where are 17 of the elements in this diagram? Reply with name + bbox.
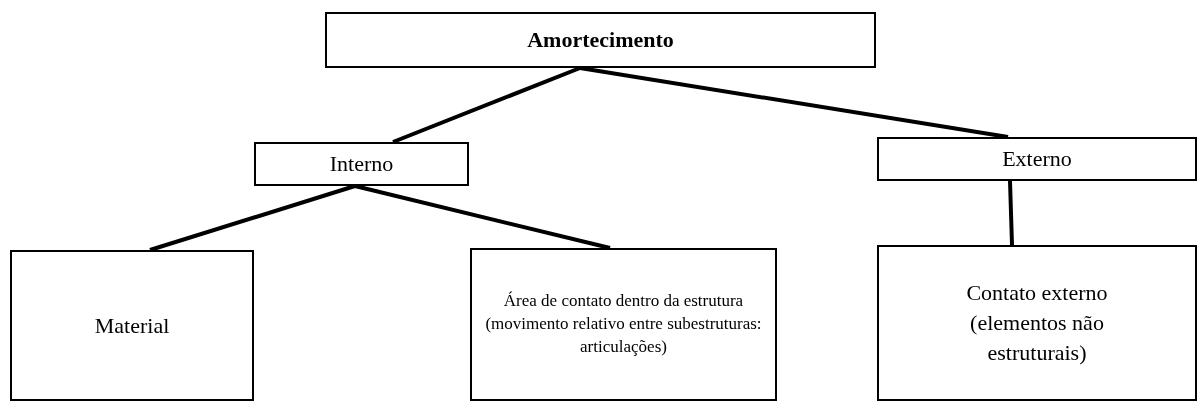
box-label: Material — [94, 311, 170, 340]
category-box — [877, 245, 1197, 401]
connector-line — [149, 184, 356, 252]
box-label: Externo — [1002, 145, 1072, 174]
category-box — [254, 142, 469, 186]
category-box — [325, 12, 876, 68]
connector-line — [1008, 180, 1014, 246]
category-box — [470, 248, 777, 401]
box-label: Interno — [329, 150, 394, 179]
category-box — [877, 137, 1197, 181]
connector-line — [579, 66, 1009, 139]
box-label: Área de contato dentro da estrutura (movimento relativo entre subestruturas: articulações) — [484, 290, 763, 358]
connector-line — [392, 66, 581, 144]
box-label: Contato externo (elementos não estruturais) — [965, 279, 1109, 367]
connector-line — [354, 184, 611, 250]
category-box — [10, 250, 254, 401]
diagram-heading: Amortecimento — [527, 26, 674, 55]
